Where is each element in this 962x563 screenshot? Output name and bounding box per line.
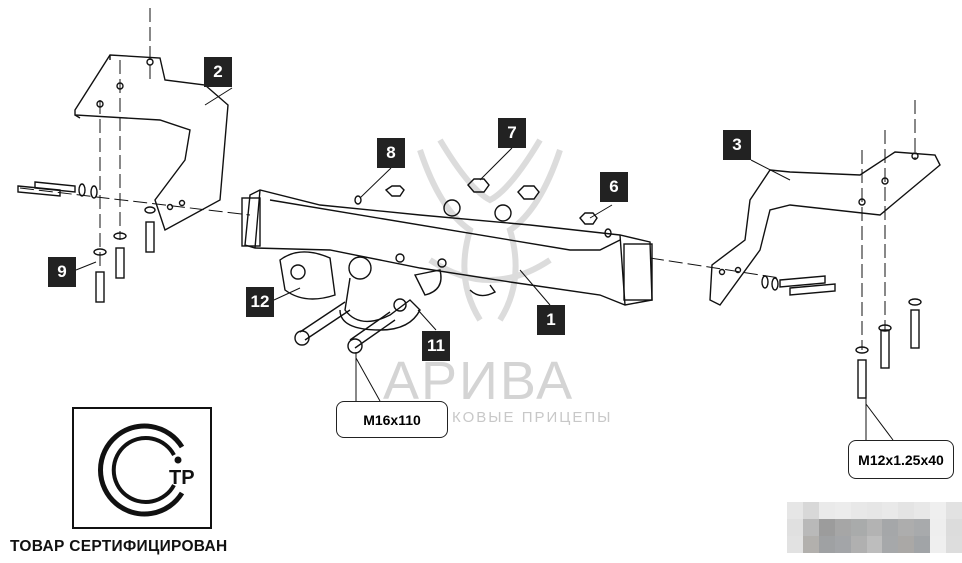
nuts-washers-center [354, 178, 612, 238]
certification-caption: ТОВАР СЕРТИФИЦИРОВАН [10, 538, 228, 555]
part-label-1: 1 [537, 305, 565, 335]
blurred-region [787, 502, 962, 553]
centerlines [19, 8, 916, 350]
leader-lines [75, 87, 894, 441]
svg-text:ТР: ТР [169, 467, 195, 489]
part-label-11: 11 [422, 331, 450, 361]
bolt-spec-m16: M16x110 [336, 401, 448, 438]
cst-logo-icon: ТР [97, 423, 195, 517]
crossbeam [241, 189, 653, 306]
part-label-12: 12 [246, 287, 274, 317]
fasteners-right [761, 275, 922, 399]
part-label-2: 2 [204, 57, 232, 87]
part-label-7: 7 [498, 118, 526, 148]
bolts-m16 [294, 301, 396, 354]
bolt-spec-m12: M12x1.25x40 [848, 440, 954, 479]
bracket-right [709, 151, 941, 306]
fasteners-left [17, 181, 156, 303]
bracket-left [74, 54, 229, 232]
part-label-6: 6 [600, 172, 628, 202]
ball-mount [279, 251, 497, 331]
part-label-8: 8 [377, 138, 405, 168]
part-label-3: 3 [723, 130, 751, 160]
watermark-tagline: КОВЫЕ ПРИЦЕПЫ [452, 409, 613, 426]
watermark-brand: АРИВА [383, 351, 575, 411]
part-label-9: 9 [48, 257, 76, 287]
certification-mark: ТР [72, 407, 212, 529]
